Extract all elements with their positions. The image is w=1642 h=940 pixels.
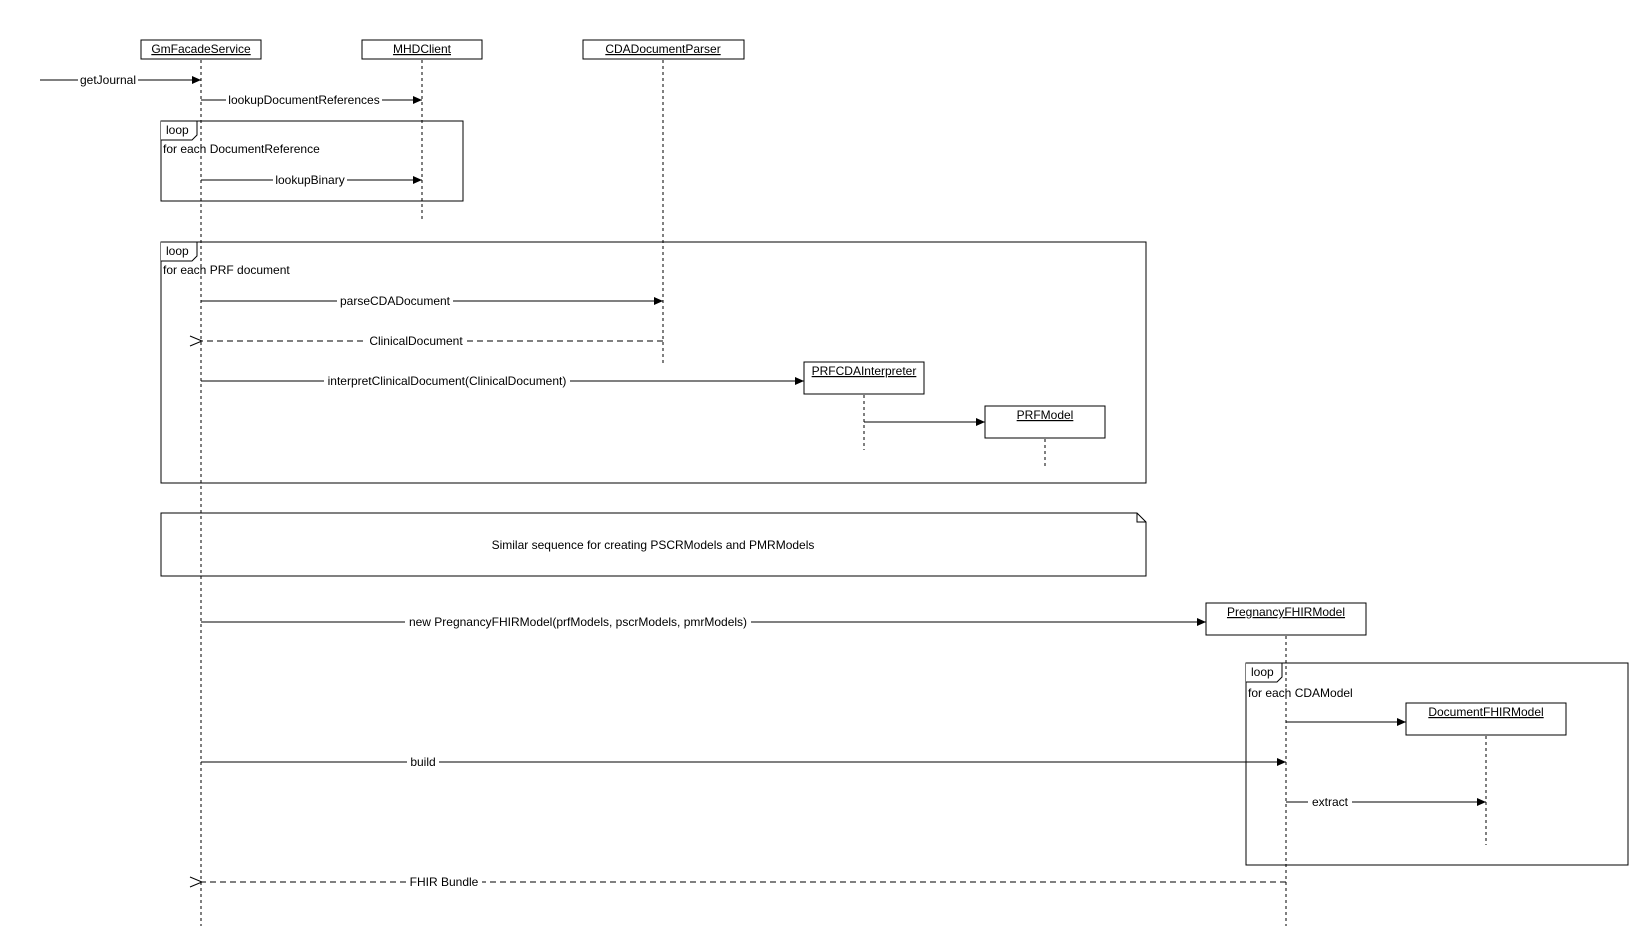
message-interpret-clinical-document: interpretClinicalDocument(ClinicalDocume… <box>201 373 804 388</box>
loop-frame-document-reference: loop for each DocumentReference <box>160 120 464 202</box>
message-label: FHIR Bundle <box>410 875 479 889</box>
loop-guard: for each PRF document <box>163 263 290 277</box>
message-get-journal: getJournal <box>40 72 201 87</box>
participant-label: PregnancyFHIRModel <box>1227 605 1345 619</box>
participant-label: PRFCDAInterpreter <box>812 364 917 378</box>
loop-guard: for each CDAModel <box>1248 686 1353 700</box>
message-label: new PregnancyFHIRModel(prfModels, pscrMo… <box>409 615 747 629</box>
message-build: build <box>201 754 1286 769</box>
loop-frame-prf-document: loop for each PRF document <box>160 241 1147 484</box>
message-label: lookupDocumentReferences <box>228 93 379 107</box>
participant-cda-document-parser: CDADocumentParser <box>582 39 745 60</box>
participant-prf-model: PRFModel <box>984 405 1106 439</box>
participant-label: GmFacadeService <box>151 42 251 56</box>
loop-tag: loop <box>166 244 189 258</box>
participant-gm-facade-service: GmFacadeService <box>140 39 262 60</box>
loop-frame-cda-model: loop for each CDAModel <box>1245 662 1629 866</box>
loop-guard: for each DocumentReference <box>163 142 320 156</box>
message-label: getJournal <box>80 73 136 87</box>
loop-tag: loop <box>1251 665 1274 679</box>
participant-label: CDADocumentParser <box>605 42 720 56</box>
note-text: Similar sequence for creating PSCRModels… <box>492 538 815 552</box>
lifelines <box>200 60 1487 926</box>
participant-document-fhir-model: DocumentFHIRModel <box>1405 702 1567 736</box>
message-label: interpretClinicalDocument(ClinicalDocume… <box>328 374 567 388</box>
message-label: extract <box>1312 795 1349 809</box>
participant-pregnancy-fhir-model: PregnancyFHIRModel <box>1205 602 1367 636</box>
message-return-fhir-bundle: FHIR Bundle <box>202 874 1286 889</box>
note-similar-sequence: Similar sequence for creating PSCRModels… <box>160 512 1147 577</box>
message-label: lookupBinary <box>275 173 344 187</box>
message-new-pregnancy-fhir-model: new PregnancyFHIRModel(prfModels, pscrMo… <box>201 614 1206 629</box>
message-label: build <box>410 755 435 769</box>
message-label: parseCDADocument <box>340 294 451 308</box>
message-parse-cda-document: parseCDADocument <box>201 293 663 308</box>
loop-tag: loop <box>166 123 189 137</box>
message-lookup-binary: lookupBinary <box>201 172 422 187</box>
message-return-clinical-document: ClinicalDocument <box>202 333 663 348</box>
message-extract: extract <box>1286 794 1486 809</box>
message-label: ClinicalDocument <box>369 334 463 348</box>
message-lookup-document-references: lookupDocumentReferences <box>201 92 422 107</box>
participant-label: DocumentFHIRModel <box>1428 705 1543 719</box>
participant-prf-cda-interpreter: PRFCDAInterpreter <box>803 361 925 395</box>
participant-mhd-client: MHDClient <box>361 39 483 60</box>
participant-label: MHDClient <box>393 42 452 56</box>
participant-label: PRFModel <box>1017 408 1074 422</box>
